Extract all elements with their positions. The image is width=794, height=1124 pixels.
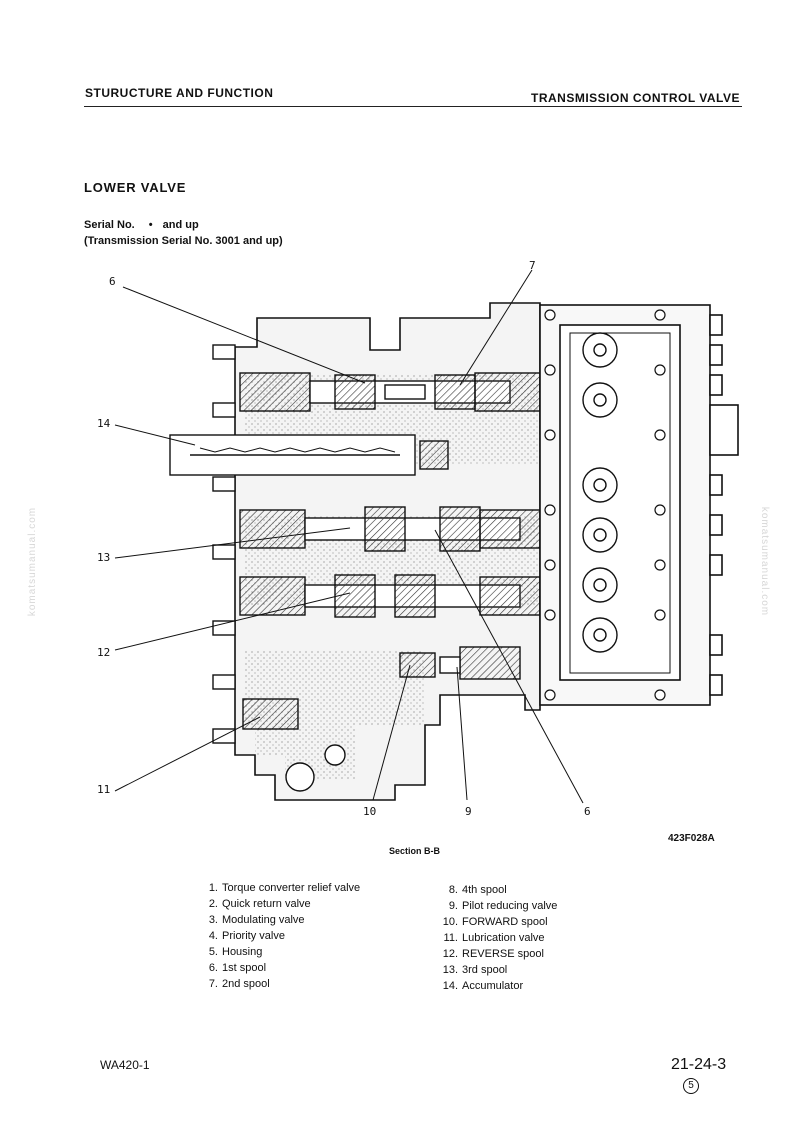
legend-number: 10.: [442, 916, 458, 928]
legend-number: 4.: [208, 930, 218, 942]
legend-label: Priority valve: [222, 930, 285, 942]
legend-label: 3rd spool: [462, 964, 508, 976]
transmission-serial: (Transmission Serial No. 3001 and up): [84, 235, 283, 247]
callout-13: 13: [97, 551, 110, 564]
legend-number: 13.: [442, 964, 458, 976]
callout-11: 11: [97, 783, 110, 796]
legend-item: 13. 3rd spool: [438, 962, 557, 978]
legend-label: 2nd spool: [222, 978, 270, 990]
legend-item: 4. Priority valve: [198, 928, 360, 944]
serial-label: Serial No.: [84, 219, 135, 231]
watermark-left: komatsumanual.com: [27, 506, 39, 617]
lubrication-valve: [242, 698, 346, 792]
callout-6-top: 6: [109, 275, 116, 288]
callout-9: 9: [465, 805, 472, 818]
legend-item: 6. 1st spool: [198, 960, 360, 976]
legend-number: 3.: [208, 914, 218, 926]
callout-12: 12: [97, 646, 110, 659]
spool-reverse: [239, 574, 541, 618]
legend-item: 1. Torque converter relief valve: [198, 880, 360, 896]
callout-7: 7: [529, 259, 536, 272]
legend-label: Quick return valve: [222, 898, 311, 910]
legend-label: Lubrication valve: [462, 932, 545, 944]
legend-label: Torque converter relief valve: [222, 882, 361, 894]
callout-6-bottom: 6: [584, 805, 591, 818]
serial-line: Serial No. • and up: [84, 217, 283, 233]
legend-label: Accumulator: [462, 980, 524, 992]
legend-label: Housing: [222, 946, 263, 958]
legend-label: 4th spool: [462, 884, 507, 896]
legend-item: 11. Lubrication valve: [438, 930, 557, 946]
parts-legend-right: 8. 4th spool 9. Pilot reducing valve 10. FO…: [438, 882, 558, 994]
legend-number: 7.: [208, 978, 218, 990]
footer-model: WA420-1: [100, 1058, 150, 1072]
legend-item: 3. Modulating valve: [198, 912, 360, 928]
legend-number: 5.: [208, 946, 218, 958]
legend-number: 11.: [443, 932, 458, 944]
forward-and-pilot-valves: [399, 646, 521, 680]
serial-bullet: •: [148, 219, 153, 231]
serial-info: Serial No. • and up (Transmission Serial N…: [84, 217, 283, 249]
serial-suffix: and up: [162, 219, 199, 231]
legend-item: 12. REVERSE spool: [438, 946, 557, 962]
legend-item: 5. Housing: [198, 944, 360, 960]
header-left-title: STURUCTURE AND FUNCTION: [85, 86, 274, 100]
figure-code: 423F028A: [668, 833, 715, 844]
legend-label: Modulating valve: [222, 914, 305, 926]
end-cover-plate: [539, 304, 739, 706]
spool-3rd: [239, 506, 541, 552]
legend-number: 2.: [208, 898, 218, 910]
legend-item: 10. FORWARD spool: [438, 914, 557, 930]
legend-item: 2. Quick return valve: [198, 896, 360, 912]
legend-label: FORWARD spool: [462, 916, 548, 928]
header-right-title: TRANSMISSION CONTROL VALVE: [530, 91, 740, 105]
legend-item: 9. Pilot reducing valve: [438, 898, 558, 914]
callout-14: 14: [97, 417, 111, 430]
valve-section-diagram: 6 7 14 13 12 11 10 9 6: [97, 259, 739, 818]
legend-number: 8.: [448, 884, 458, 896]
legend-number: 12.: [442, 948, 458, 960]
header-rule: [84, 106, 742, 107]
legend-number: 6.: [208, 962, 218, 974]
legend-number: 9.: [448, 900, 458, 912]
legend-item: 14. Accumulator: [438, 978, 557, 994]
footer-page-number: 21-24-3: [671, 1056, 727, 1073]
section-title: LOWER VALVE: [84, 180, 187, 195]
legend-label: REVERSE spool: [462, 948, 544, 960]
watermark-right: komatsumanual.com: [759, 506, 771, 617]
accumulator: [169, 434, 449, 476]
parts-legend-left: 1. Torque converter relief valve 2. Quick …: [198, 880, 360, 992]
figure-caption: Section B-B: [389, 846, 441, 856]
leader-lines: [114, 269, 584, 804]
callout-labels: 6 7 14 13 12 11 10 9 6: [97, 259, 591, 818]
spool-upper: [239, 372, 541, 412]
callout-10: 10: [363, 805, 376, 818]
legend-label: 1st spool: [222, 962, 267, 974]
cover-bolts: [544, 309, 666, 701]
legend-number: 14.: [442, 980, 458, 992]
legend-item: 7. 2nd spool: [198, 976, 360, 992]
footer-revision-mark: 5: [683, 1078, 699, 1094]
cover-plugs: [582, 332, 618, 653]
legend-item: 8. 4th spool: [438, 882, 557, 898]
legend-number: 1.: [208, 882, 218, 894]
legend-label: Pilot reducing valve: [462, 900, 558, 912]
